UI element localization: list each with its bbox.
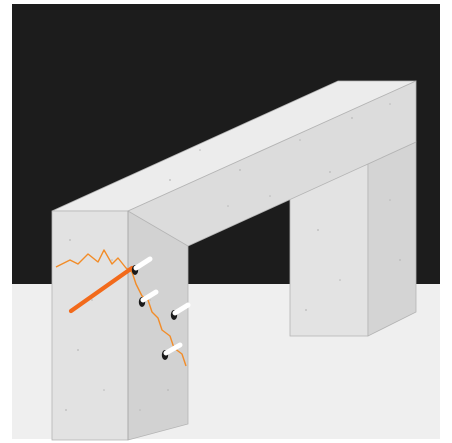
front-column-front (51, 210, 129, 441)
injection-rod (68, 265, 135, 314)
crack-line (55, 249, 187, 367)
anchor-port (131, 256, 153, 275)
anchor-port (138, 289, 159, 307)
anchor-port (161, 342, 183, 360)
anchor-port (170, 302, 191, 320)
back-column-side (367, 141, 417, 337)
front-column-side (127, 210, 189, 441)
concrete-speckles (65, 103, 401, 411)
